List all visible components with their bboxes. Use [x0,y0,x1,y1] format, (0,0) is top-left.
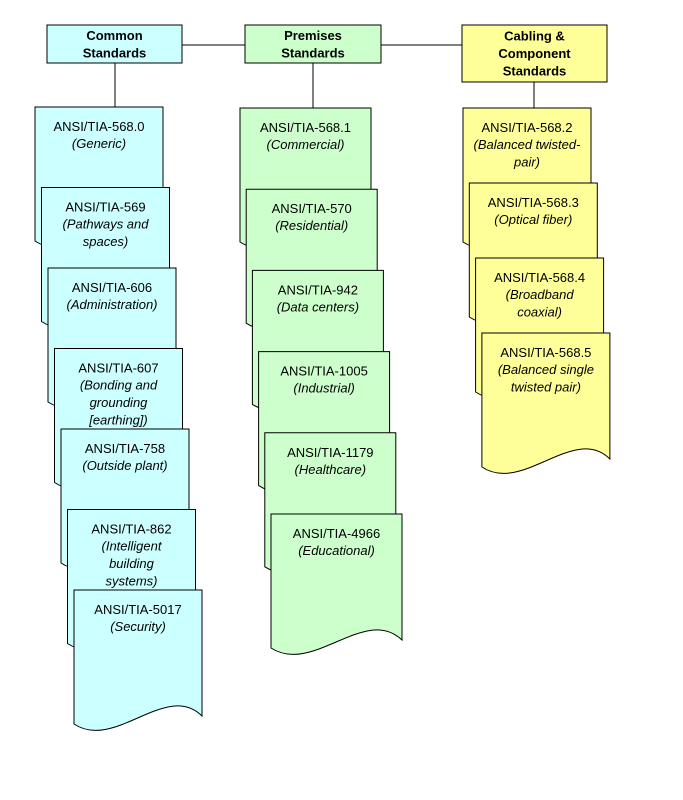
standard-code: ANSI/TIA-570 [272,201,352,216]
standard-description: [earthing]) [88,413,148,428]
header-box [244,24,382,64]
standard-description: (Healthcare) [295,462,367,477]
standard-description: (Industrial) [293,381,354,396]
standard-description: (Administration) [66,297,157,312]
standard-description: pair) [513,155,540,170]
standard-code: ANSI/TIA-942 [278,282,358,297]
standard-code: ANSI/TIA-568.5 [500,345,591,360]
connector-lines [114,44,535,108]
header-label: Standards [281,45,345,60]
header-label: Cabling & [504,29,565,44]
header-label: Premises [284,28,342,43]
column-cabling: Cabling & ComponentStandardsANSI/TIA-568.… [461,24,611,474]
standard-code: ANSI/TIA-4966 [293,526,380,541]
header-box [461,24,608,83]
standard-code: ANSI/TIA-862 [91,522,171,537]
standard-code: ANSI/TIA-607 [78,361,158,376]
standard-description: (Broadband [506,287,575,302]
standard-code: ANSI/TIA-5017 [94,602,181,617]
standard-code: ANSI/TIA-606 [72,280,152,295]
standard-description: (Bonding and [80,378,158,393]
header-label: Standards [503,64,567,79]
header-box [46,24,183,64]
standard-description: spaces) [83,234,129,249]
standard-code: ANSI/TIA-568.4 [494,270,585,285]
standard-code: ANSI/TIA-1005 [280,364,367,379]
standard-code: ANSI/TIA-568.0 [53,119,144,134]
standard-description: (Commercial) [267,137,345,152]
standard-description: (Data centers) [277,299,359,314]
standard-description: (Optical fiber) [494,212,572,227]
standard-description: (Security) [110,619,166,634]
standard-code: ANSI/TIA-568.2 [481,120,572,135]
standard-description: coaxial) [517,305,562,320]
standard-description: (Residential) [275,218,348,233]
standard-code: ANSI/TIA-758 [85,441,165,456]
standard-code: ANSI/TIA-568.1 [260,120,351,135]
standard-description: building [109,556,155,571]
document-card: ANSI/TIA-5017 (Security) [73,589,203,731]
standard-description: (Intelligent [102,539,163,554]
standard-description: (Outside plant) [82,458,167,473]
standard-description: (Balanced single [498,362,594,377]
standard-description: (Balanced twisted- [474,137,582,152]
standard-description: twisted pair) [511,380,581,395]
standard-code: ANSI/TIA-569 [65,200,145,215]
standard-description: (Educational) [298,543,375,558]
standard-description: (Pathways and [63,217,150,232]
header-label: Common [86,28,142,43]
document-shape [270,513,403,655]
standard-description: grounding [90,395,149,410]
header-label: Standards [83,45,147,60]
document-shape [481,332,611,474]
standard-code: ANSI/TIA-568.3 [488,195,579,210]
document-card: ANSI/TIA-4966 (Educational) [270,513,403,655]
standard-code: ANSI/TIA-1179 [287,445,373,460]
standard-description: (Generic) [72,136,126,151]
header-label: Component [498,46,571,61]
document-shape [73,589,203,731]
document-card: ANSI/TIA-568.5 (Balanced single twisted pa… [481,332,611,474]
standard-description: systems) [106,574,158,589]
